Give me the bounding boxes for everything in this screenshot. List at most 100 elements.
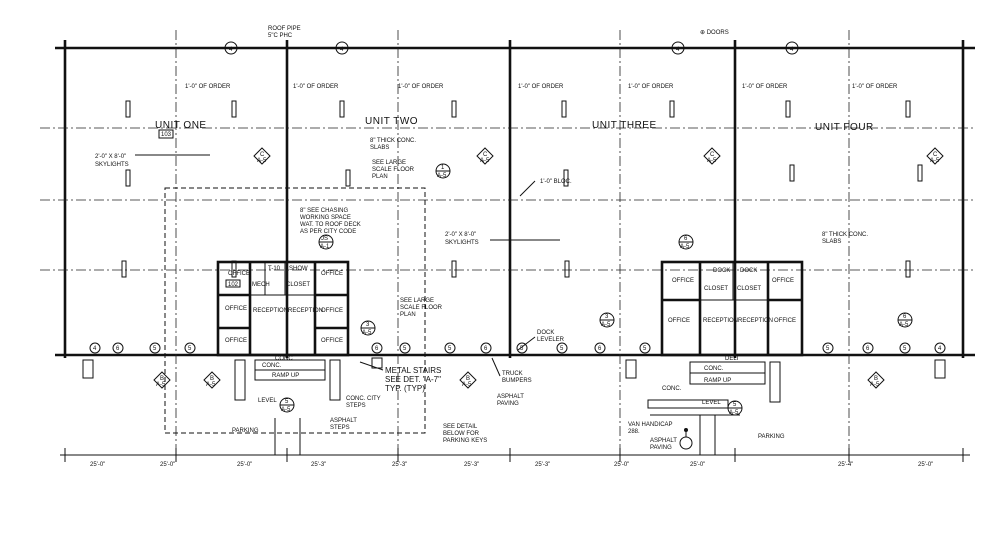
dimension-labels: 25'-0" 25'-0" 25'-0" 25'-3" 25'-3" 25'-3… [90,462,933,468]
truck-bumper-note-1: TRUCK [502,371,523,377]
office-label: OFFICE [321,308,343,314]
detail-sheet: A-5 [729,410,739,416]
section-num: C [933,152,938,158]
dimension-string [60,448,970,462]
marker-num: B [466,376,470,382]
office-label: OFFICE [225,306,247,312]
see-large-note-2b: SCALE FLOOR [400,305,443,311]
dimension-label: 25'-4" [838,462,853,468]
level-label: LEVEL [702,400,721,406]
unit-three-label: UNIT THREE [592,120,657,131]
reception-label: RECEPTION [253,308,288,314]
detail-sheet: A-5 [601,322,611,328]
detail-sheet: A-5 [680,244,690,250]
order-notes: 1'-0" OF ORDER 1'-0" OF ORDER 1'-0" OF O… [185,84,898,90]
asphalt-steps-note-1: ASPHALT [330,418,357,424]
chasing-note-3: WAT. TO ROOF DECK [300,222,361,228]
order-note: 1'-0" OF ORDER [518,84,564,90]
grid-bubble-label: 5 [560,346,564,352]
deli-label: DELI [725,356,739,362]
marker-sheet: A-5 [462,382,472,388]
skylight-note-b-2: SKYLIGHTS [445,240,479,246]
van-handicap-note-2: 288. [628,429,640,435]
skylight-note-a-2: 2'-0" X 8'-0" [445,232,476,238]
office-label: OFFICE [672,278,694,284]
section-num: C [260,152,265,158]
conc-label: CONC. [704,366,724,372]
truck-bumper-leader [491,357,501,377]
grid-bubble-label: 5 [826,346,830,352]
van-handicap-note-1: VAN HANDICAP [628,422,673,428]
marker-num: B [874,376,878,382]
unit-one-label: UNIT ONE [155,120,207,131]
detail-num: JS [321,236,328,242]
section-sheet: A-5 [930,158,940,164]
office-label: OFFICE [668,318,690,324]
grid-bubble-label: 5 [903,346,907,352]
slab-note-b-2: SLABS [822,239,841,245]
dimension-label: 25'-3" [535,462,550,468]
ramp-area-left [234,359,341,401]
detail-sheet: A-5 [437,173,447,179]
marker-num: B [210,376,214,382]
dimension-label: 25'-3" [392,462,407,468]
skylight-note-b: SKYLIGHTS [95,162,129,168]
reception-label: RECEPTION [288,308,323,314]
dimension-label: 25'-0" [90,462,105,468]
detail-num: 3 [605,314,609,320]
office-label: OFFICE [321,271,343,277]
detail-num: 5 [285,399,289,405]
dimension-label: 25'-0" [237,462,252,468]
office-label: OFFICE [772,278,794,284]
dimension-label: 25'-0" [160,462,175,468]
grid-bubble-label: 5 [403,346,407,352]
ramp-up-label: RAMP UP [272,373,299,379]
grid-bubble-label: 5 [643,346,647,352]
order-note: 1'-0" OF ORDER [398,84,444,90]
office-tag: 102 [228,282,239,288]
section-num: C [710,152,715,158]
mech-label: MECH [252,282,270,288]
column-grid [40,30,975,460]
office-block-left [216,260,350,357]
closet-label: CLOSET [737,286,761,292]
skylights [121,100,923,278]
unit-one-tag: 103 [161,132,172,138]
see-large-note-1: SEE LARGE [372,160,406,166]
see-detail-note-1: SEE DETAIL [443,424,478,430]
slab-note-a-2: 8" THICK CONC. [822,232,868,238]
slab-note-a: 8" THICK CONC. [370,138,416,144]
section-sheet: A-5 [480,158,490,164]
grid-bubble-label: 6 [116,346,120,352]
office-label: OFFICE [228,271,250,277]
detail-sheet: A-5 [362,330,372,336]
section-markers: C A-5 C A-5 C A-5 C A-5 [253,147,944,165]
unit-two-label: UNIT TWO [365,116,418,127]
section-sheet: A-5 [707,158,717,164]
grid-bubble-label: 5 [153,346,157,352]
ramp-up-label: RAMP UP [704,378,731,384]
grid-bubble-label: 5 [520,346,524,352]
roof-pipe-note-2: 5"C PHC [268,33,293,39]
marker-sheet: A-5 [206,382,216,388]
dock-leveler-note-2: LEVELER [537,337,565,343]
see-large-note-3: PLAN [372,174,388,180]
slab-note-b: SLABS [370,145,389,151]
shower-label: SHOW [289,266,308,272]
dock-leveler-note-1: DOCK [537,330,554,336]
order-note: 1'-0" OF ORDER [185,84,231,90]
grid-bubble-label: 4 [340,47,344,53]
see-detail-note-2: BELOW FOR [443,431,480,437]
chasing-note-4: AS PER CITY CODE [300,229,356,235]
conc-steps-note-2: STEPS [346,403,366,409]
detail-num: 6 [684,236,688,242]
grid-bubble-label: 4 [93,346,97,352]
conc-label: CONC. [262,363,282,369]
reception-label: RECEPTION [703,318,738,324]
detail-boundary-left [164,187,426,434]
see-large-note-1b: SEE LARGE [400,298,434,304]
asphalt-note-2: PAVING [497,401,519,407]
b-markers: B A-5 B A-5 B A-5 B A-5 [153,371,885,389]
asphalt-steps-note-2: STEPS [330,425,350,431]
